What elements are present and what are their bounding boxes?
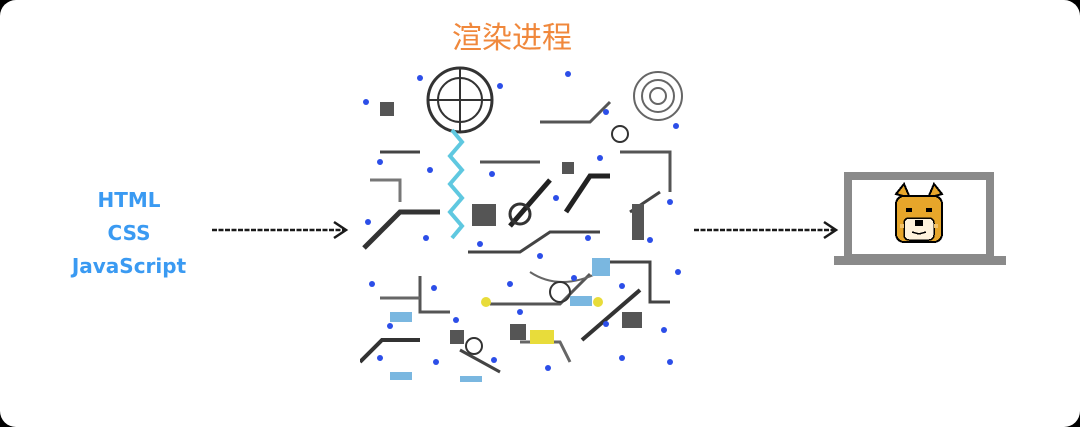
input-css-label: CSS [107,221,151,245]
doge-face [894,182,944,243]
laptop-with-doge-icon [834,172,1006,265]
input-arrow-icon [212,220,349,240]
output-arrow-icon [694,220,839,240]
input-javascript-label: JavaScript [71,254,187,278]
process-title: 渲染进程 [452,21,572,56]
rube-goldberg-machine-illustration [360,62,686,382]
input-html-label: HTML [97,188,161,212]
input-resources: HTML CSS JavaScript [56,184,202,283]
